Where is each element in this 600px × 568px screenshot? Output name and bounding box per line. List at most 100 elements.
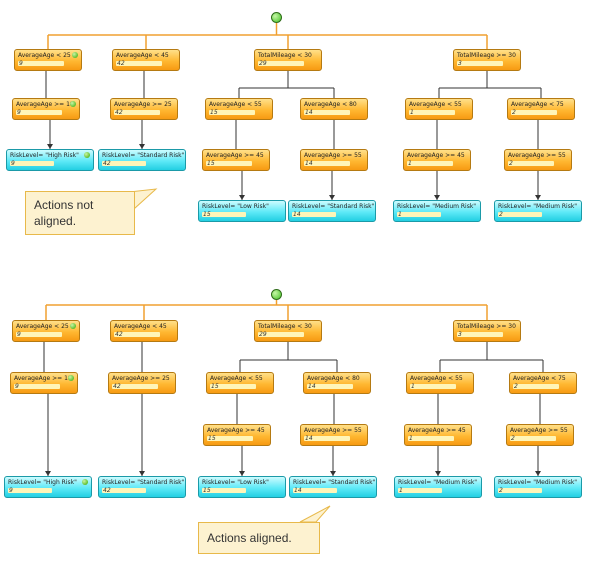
node-count-bar bbox=[304, 436, 350, 441]
node-count: 9 bbox=[19, 60, 23, 67]
node-label: TotalMileage >= 30 bbox=[457, 52, 516, 59]
arrow-head-icon bbox=[535, 471, 541, 476]
node-count: 42 bbox=[117, 60, 125, 67]
arrow-head-icon bbox=[139, 471, 145, 476]
callout-text: Actions not aligned. bbox=[34, 198, 94, 228]
root-node-icon[interactable] bbox=[271, 12, 282, 23]
callout-aligned: Actions aligned. bbox=[198, 522, 320, 554]
node-count: 1 bbox=[398, 211, 402, 218]
node-count-bar bbox=[207, 436, 253, 441]
node-label: TotalMileage < 30 bbox=[258, 323, 312, 330]
node-count-bar bbox=[498, 212, 542, 217]
node-label: RiskLevel= "Medium Risk" bbox=[498, 203, 578, 210]
action-node[interactable]: RiskLevel= "Standard Risk"42 bbox=[98, 476, 186, 498]
node-label: AverageAge < 55 bbox=[210, 375, 263, 382]
node-count: 2 bbox=[511, 435, 515, 442]
arrow-head-icon bbox=[47, 144, 53, 149]
node-count-bar bbox=[258, 332, 304, 337]
arrow-head-icon bbox=[45, 471, 51, 476]
node-count-bar bbox=[307, 384, 353, 389]
node-count-bar bbox=[102, 488, 146, 493]
node-count: 2 bbox=[509, 160, 513, 167]
node-count: 15 bbox=[211, 383, 219, 390]
arrow-head-icon bbox=[239, 195, 245, 200]
node-count-bar bbox=[397, 212, 441, 217]
node-count: 29 bbox=[259, 331, 267, 338]
node-count: 14 bbox=[305, 160, 313, 167]
action-node[interactable]: RiskLevel= "Low Risk"15 bbox=[198, 476, 286, 498]
node-count: 2 bbox=[499, 487, 503, 494]
action-node[interactable]: RiskLevel= "Low Risk"15 bbox=[198, 200, 286, 222]
node-label: AverageAge >= 45 bbox=[207, 427, 265, 434]
node-count: 9 bbox=[17, 109, 21, 116]
node-label: AverageAge < 80 bbox=[307, 375, 360, 382]
node-label: RiskLevel= "High Risk" bbox=[10, 152, 79, 159]
node-label: RiskLevel= "Medium Risk" bbox=[398, 479, 478, 486]
node-count: 15 bbox=[210, 109, 218, 116]
node-label: AverageAge < 75 bbox=[513, 375, 566, 382]
node-count-bar bbox=[510, 436, 556, 441]
action-node[interactable]: RiskLevel= "Standard Risk"14 bbox=[289, 476, 377, 498]
root-node-icon[interactable] bbox=[271, 289, 282, 300]
node-count-bar bbox=[18, 61, 64, 66]
node-count: 9 bbox=[15, 383, 19, 390]
green-status-dot-icon bbox=[70, 101, 76, 107]
arrow-head-icon bbox=[330, 471, 336, 476]
callout-not-aligned: Actions not aligned. bbox=[25, 191, 135, 235]
arrow-head-icon bbox=[434, 195, 440, 200]
node-count-bar bbox=[206, 161, 252, 166]
action-node[interactable]: RiskLevel= "Standard Risk"14 bbox=[288, 200, 376, 222]
node-count-bar bbox=[114, 332, 160, 337]
action-node[interactable]: RiskLevel= "Medium Risk"1 bbox=[393, 200, 481, 222]
node-label: AverageAge < 45 bbox=[116, 52, 169, 59]
node-label: AverageAge < 45 bbox=[114, 323, 167, 330]
node-count: 29 bbox=[259, 60, 267, 67]
node-count-bar bbox=[508, 161, 554, 166]
action-node[interactable]: RiskLevel= "Medium Risk"2 bbox=[494, 476, 582, 498]
action-node[interactable]: RiskLevel= "High Risk"9 bbox=[6, 149, 94, 171]
node-count: 1 bbox=[410, 109, 414, 116]
node-count-bar bbox=[112, 384, 158, 389]
node-count-bar bbox=[14, 384, 60, 389]
node-count-bar bbox=[410, 384, 456, 389]
node-count-bar bbox=[398, 488, 442, 493]
action-node[interactable]: RiskLevel= "Medium Risk"1 bbox=[394, 476, 482, 498]
action-node[interactable]: RiskLevel= "Standard Risk"42 bbox=[98, 149, 186, 171]
node-count: 9 bbox=[17, 331, 21, 338]
action-node[interactable]: RiskLevel= "Medium Risk"2 bbox=[494, 200, 582, 222]
node-label: AverageAge >= 55 bbox=[508, 152, 566, 159]
node-count: 9 bbox=[11, 160, 15, 167]
node-count-bar bbox=[209, 110, 255, 115]
action-node[interactable]: RiskLevel= "High Risk"9 bbox=[4, 476, 92, 498]
node-count-bar bbox=[8, 488, 52, 493]
node-label: AverageAge < 75 bbox=[511, 101, 564, 108]
